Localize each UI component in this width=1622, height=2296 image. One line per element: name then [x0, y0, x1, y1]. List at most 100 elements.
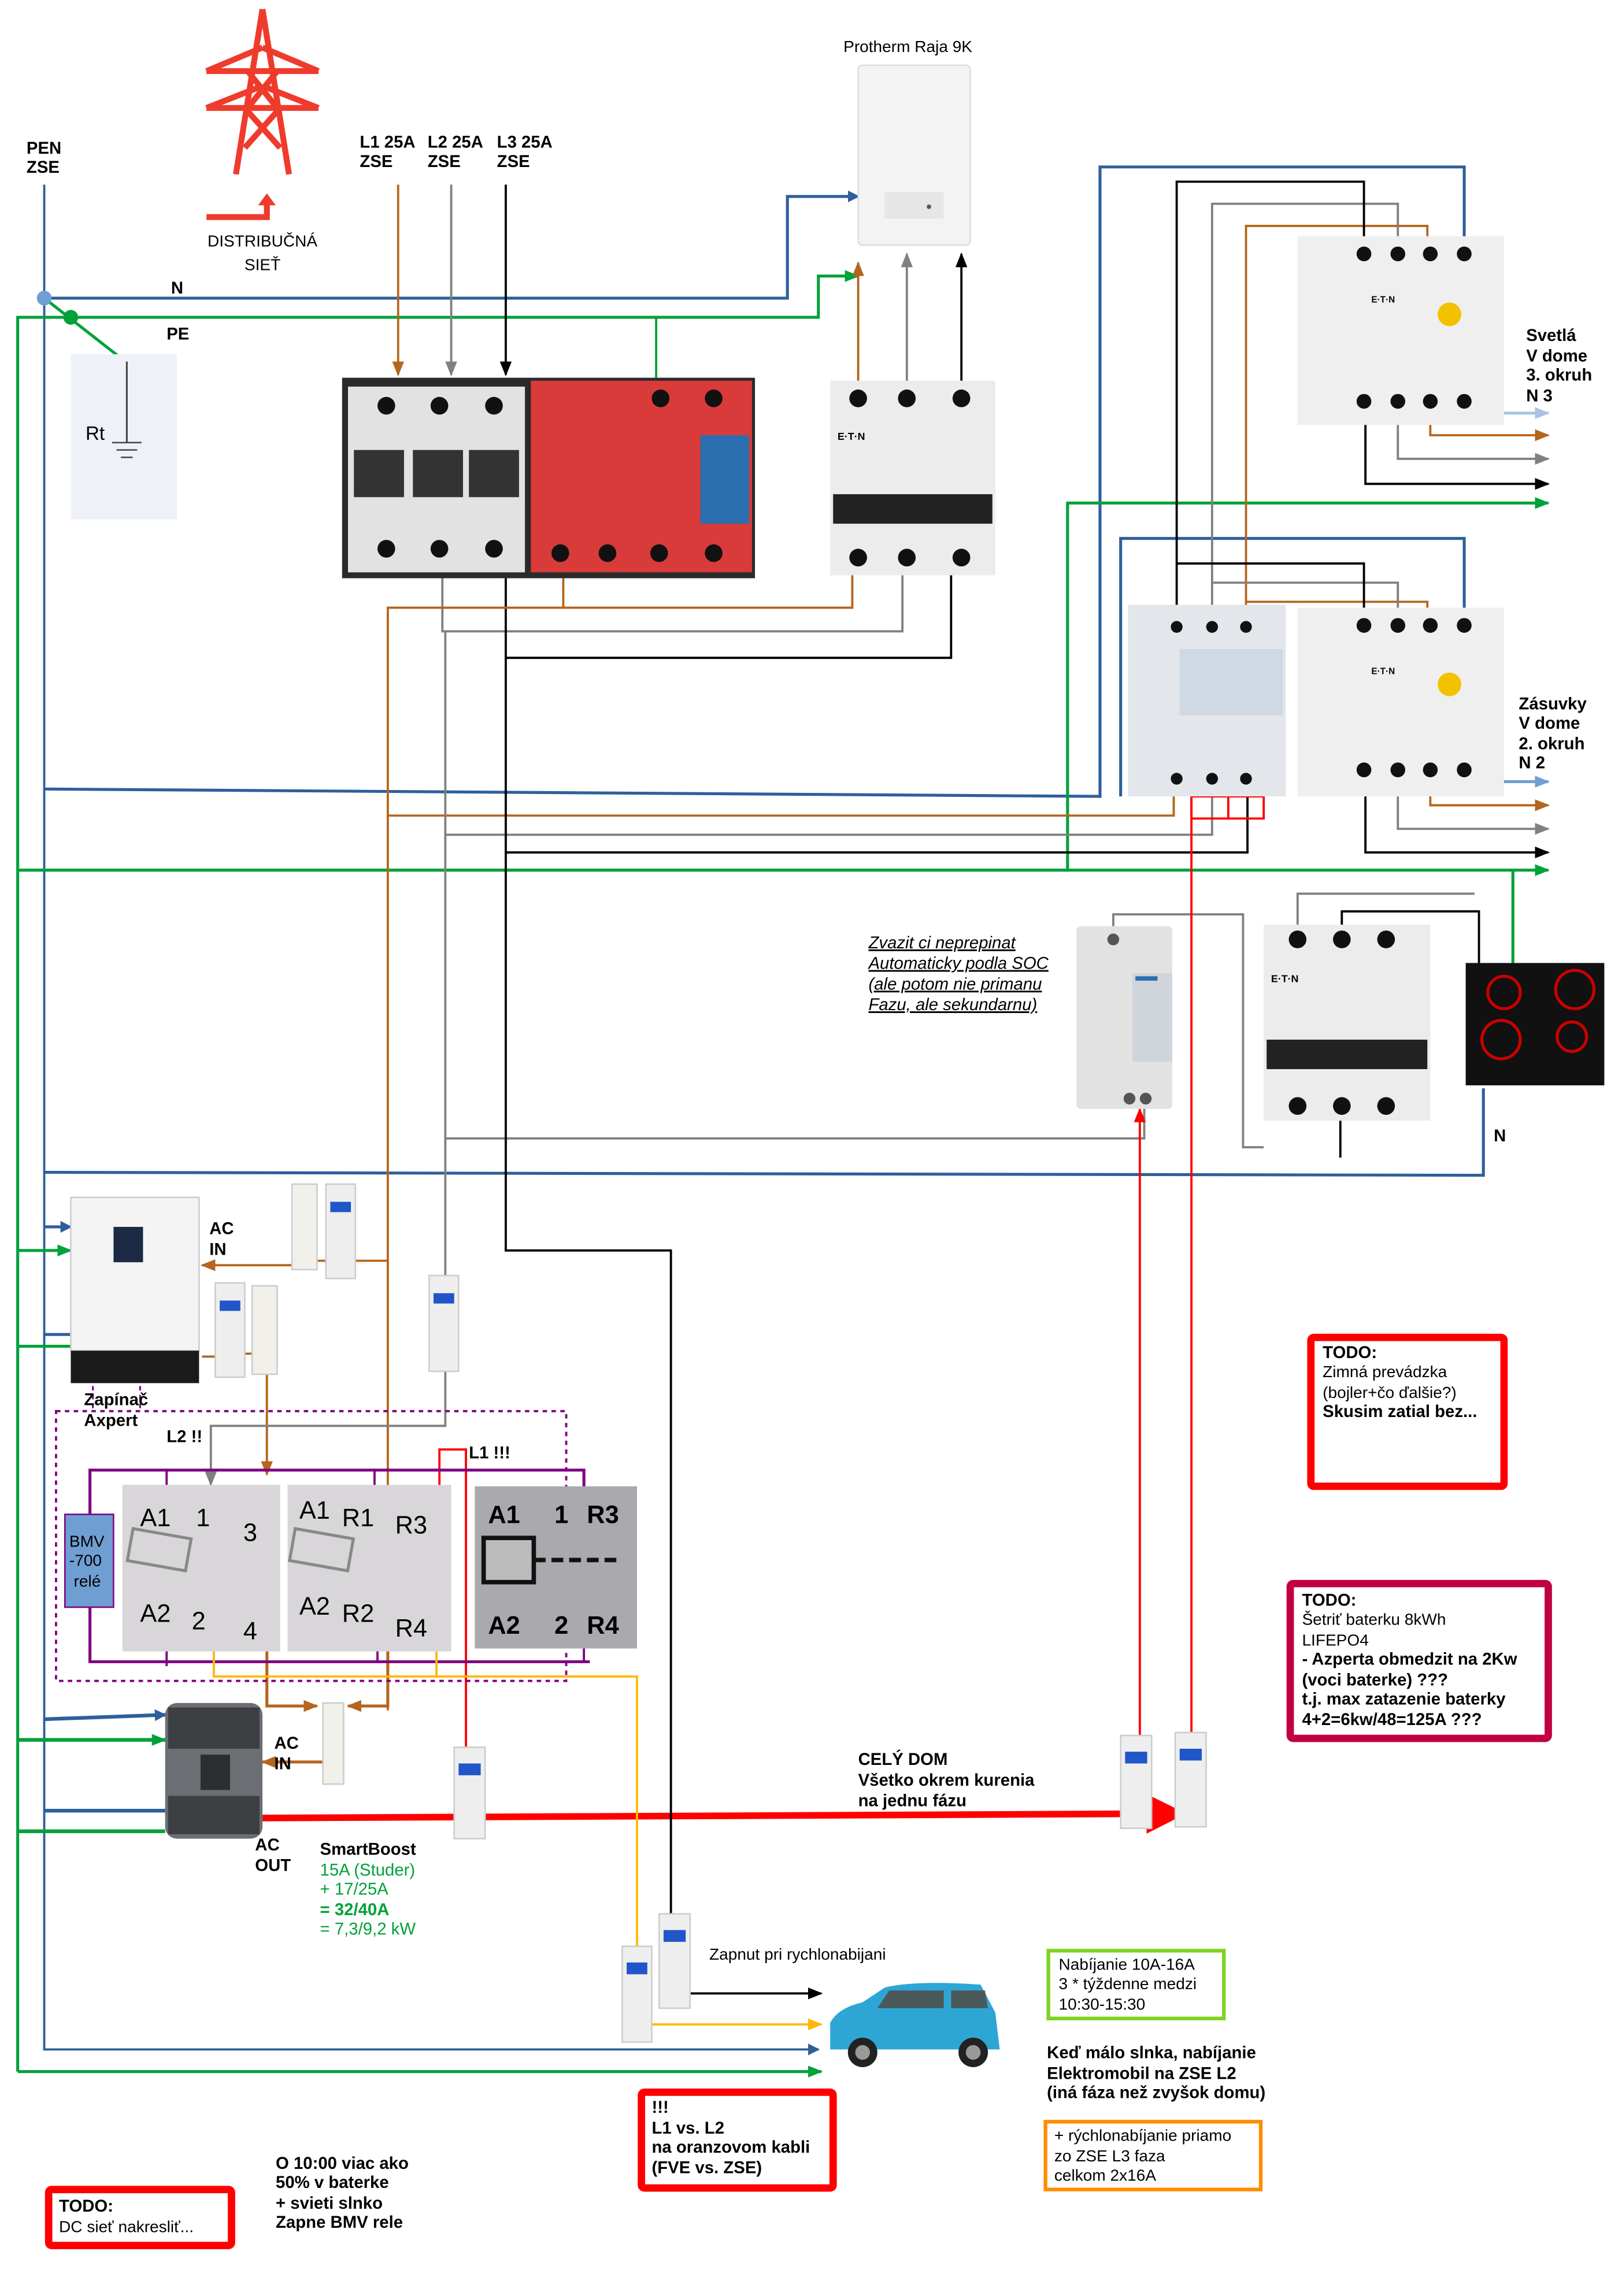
- svg-text:(ale potom nie primanu: (ale potom nie primanu: [868, 974, 1042, 993]
- xtender-ac-out-label-2: OUT: [255, 1856, 291, 1875]
- svg-text:3 * týždenne medzi: 3 * týždenne medzi: [1059, 1975, 1197, 1993]
- fast-charge-label: Zapnut pri rychlonabijani: [709, 1945, 886, 1963]
- pe-node: [63, 310, 79, 325]
- neutral-wire-boiler: [44, 190, 860, 300]
- svg-text:10:30-15:30: 10:30-15:30: [1059, 1995, 1146, 2013]
- svg-text:(voci baterke) ???: (voci baterke) ???: [1302, 1670, 1448, 1689]
- svg-text:Všetko okrem kurenia: Všetko okrem kurenia: [858, 1771, 1035, 1790]
- mcb-breaker: [621, 1945, 653, 2043]
- neutral-label: N: [171, 279, 183, 298]
- svg-text:V dome: V dome: [1526, 347, 1587, 366]
- svg-text:= 32/40A: = 32/40A: [320, 1900, 390, 1919]
- pe-bond: [43, 296, 127, 363]
- l3-mod2: [1176, 562, 1365, 608]
- l1-sub: ZSE: [360, 152, 392, 171]
- mcb-breaker: [658, 1913, 691, 2009]
- svg-text:-700: -700: [69, 1552, 102, 1570]
- l3-dist: [505, 781, 1249, 854]
- circuit3-l2-out: [1397, 425, 1550, 465]
- bmv-note: O 10:00 viac ako 50% v baterke + svieti …: [276, 2154, 409, 2232]
- svg-text:2: 2: [554, 1612, 568, 1640]
- svg-text:Fazu, ale sekundarnu): Fazu, ale sekundarnu): [868, 995, 1037, 1014]
- circuit-label-sockets: Zásuvky V dome 2. okruh N 2: [1519, 695, 1587, 773]
- svg-text:Automaticky podla SOC: Automaticky podla SOC: [867, 954, 1049, 973]
- l3-sub: ZSE: [497, 152, 530, 171]
- phase-warning-box: !!! L1 vs. L2 na oranzovom kabli (FVE vs…: [638, 2088, 837, 2192]
- l2-dist: [445, 781, 1213, 836]
- hager-changeover-switch: [1076, 926, 1172, 1109]
- svg-text:3: 3: [243, 1519, 257, 1546]
- svg-text:celkom 2x16A: celkom 2x16A: [1054, 2166, 1156, 2184]
- pen-label: PEN: [27, 139, 61, 158]
- svg-text:4: 4: [243, 1618, 257, 1645]
- axpert-ac-in-label-2: IN: [209, 1240, 226, 1259]
- relay-contactor-1: A1 1 3 A2 2 4: [122, 1485, 280, 1652]
- svg-text:DC sieť nakresliť...: DC sieť nakresliť...: [59, 2218, 194, 2236]
- pen-label-2: ZSE: [27, 158, 60, 177]
- axpert-switch-label: Zapínač: [84, 1390, 148, 1410]
- main-breaker-spd: [342, 377, 756, 578]
- l1-mod2: [1246, 600, 1429, 608]
- mcb-breaker: [1120, 1734, 1153, 1830]
- svg-text:na jednu fázu: na jednu fázu: [858, 1791, 966, 1810]
- l2-sub: ZSE: [428, 152, 461, 171]
- todo-battery-box: TODO: Šetriť baterku 8kWh LIFEPO4 - Azpe…: [1286, 1579, 1552, 1742]
- svg-text:1: 1: [196, 1504, 210, 1532]
- svg-text:E·T·N: E·T·N: [838, 431, 865, 442]
- l2-warning-label: L2 !!: [166, 1427, 202, 1446]
- pe-label: PE: [166, 324, 189, 343]
- l2-hager-top: [1112, 913, 1264, 1149]
- l2-mod1: [1210, 202, 1399, 623]
- svg-text:R2: R2: [342, 1600, 374, 1628]
- cooktop-neutral-label: N: [1494, 1126, 1506, 1145]
- svg-text:E·T·N: E·T·N: [1371, 666, 1395, 676]
- svg-text:50% v baterke: 50% v baterke: [276, 2173, 389, 2192]
- neutral-wire-house: [44, 165, 1466, 798]
- svg-text:relé: relé: [74, 1572, 101, 1590]
- energy-meter: [251, 1285, 278, 1375]
- xtender-ac-in-label: AC: [274, 1734, 298, 1753]
- circuit2-l1-out: [1429, 796, 1550, 811]
- xtender-inverter: [165, 1702, 263, 1839]
- xtender-ac-in: [265, 1651, 319, 1712]
- earth-electrode: Rt: [71, 354, 177, 520]
- svg-text:O 10:00 viac ako: O 10:00 viac ako: [276, 2154, 409, 2173]
- svg-text:LIFEPO4: LIFEPO4: [1302, 1631, 1368, 1649]
- svg-text:TODO:: TODO:: [59, 2197, 113, 2216]
- distribution-label: DISTRIBUČNÁ: [208, 232, 317, 250]
- distribution-label-2: SIEŤ: [245, 255, 280, 273]
- svg-text:TODO:: TODO:: [1302, 1591, 1356, 1610]
- black-ev: [669, 1987, 823, 2008]
- bmv-coil-return: [88, 1607, 590, 1664]
- l2-relay: [205, 1371, 447, 1486]
- svg-text:N 2: N 2: [1519, 754, 1545, 773]
- relay-contactor-3: A1 1 R3 A2 2 R4: [475, 1486, 637, 1649]
- energy-meter: [322, 1702, 345, 1785]
- circuit3-l1-out: [1429, 425, 1550, 442]
- svg-text:Skusim zatial bez...: Skusim zatial bez...: [1323, 1402, 1477, 1421]
- svg-text:E·T·N: E·T·N: [1371, 295, 1395, 305]
- svg-text:Šetriť baterku 8kWh: Šetriť baterku 8kWh: [1302, 1611, 1446, 1629]
- boiler-breaker-3pole: E·T·N: [830, 380, 995, 576]
- svg-text:na oranzovom kabli: na oranzovom kabli: [652, 2138, 810, 2157]
- yellow-wire: [212, 1651, 638, 1946]
- cooktop-l2: [1340, 910, 1480, 966]
- earth-resistance-label: Rt: [86, 423, 105, 444]
- wires: [16, 165, 1550, 2078]
- circuit3-l3-out: [1364, 425, 1550, 490]
- fast-charge-box: + rýchlonabíjanie priamo zo ZSE L3 faza …: [1043, 2120, 1263, 2191]
- l1-mod1: [1245, 224, 1429, 623]
- neutral-wire-2: [1119, 537, 1466, 797]
- svg-text:R1: R1: [342, 1504, 374, 1532]
- svg-text:(FVE vs. ZSE): (FVE vs. ZSE): [652, 2158, 762, 2178]
- pe-wire: [16, 270, 860, 2072]
- svg-text:(iná fáza než zvyšok domu): (iná fáza než zvyšok domu): [1047, 2083, 1265, 2102]
- svg-text:SmartBoost: SmartBoost: [320, 1840, 416, 1859]
- svg-text:R4: R4: [395, 1615, 427, 1642]
- l1-relay-red: [433, 1448, 468, 1748]
- relay-dotted-box: [55, 1410, 568, 1682]
- charging-schedule-box: Nabíjanie 10A-16A 3 * týždenne medzi 10:…: [1046, 1949, 1226, 2021]
- svg-text:Zvazit ci neprepinat: Zvazit ci neprepinat: [868, 933, 1016, 952]
- svg-text:Zimná prevádzka: Zimná prevádzka: [1323, 1363, 1447, 1381]
